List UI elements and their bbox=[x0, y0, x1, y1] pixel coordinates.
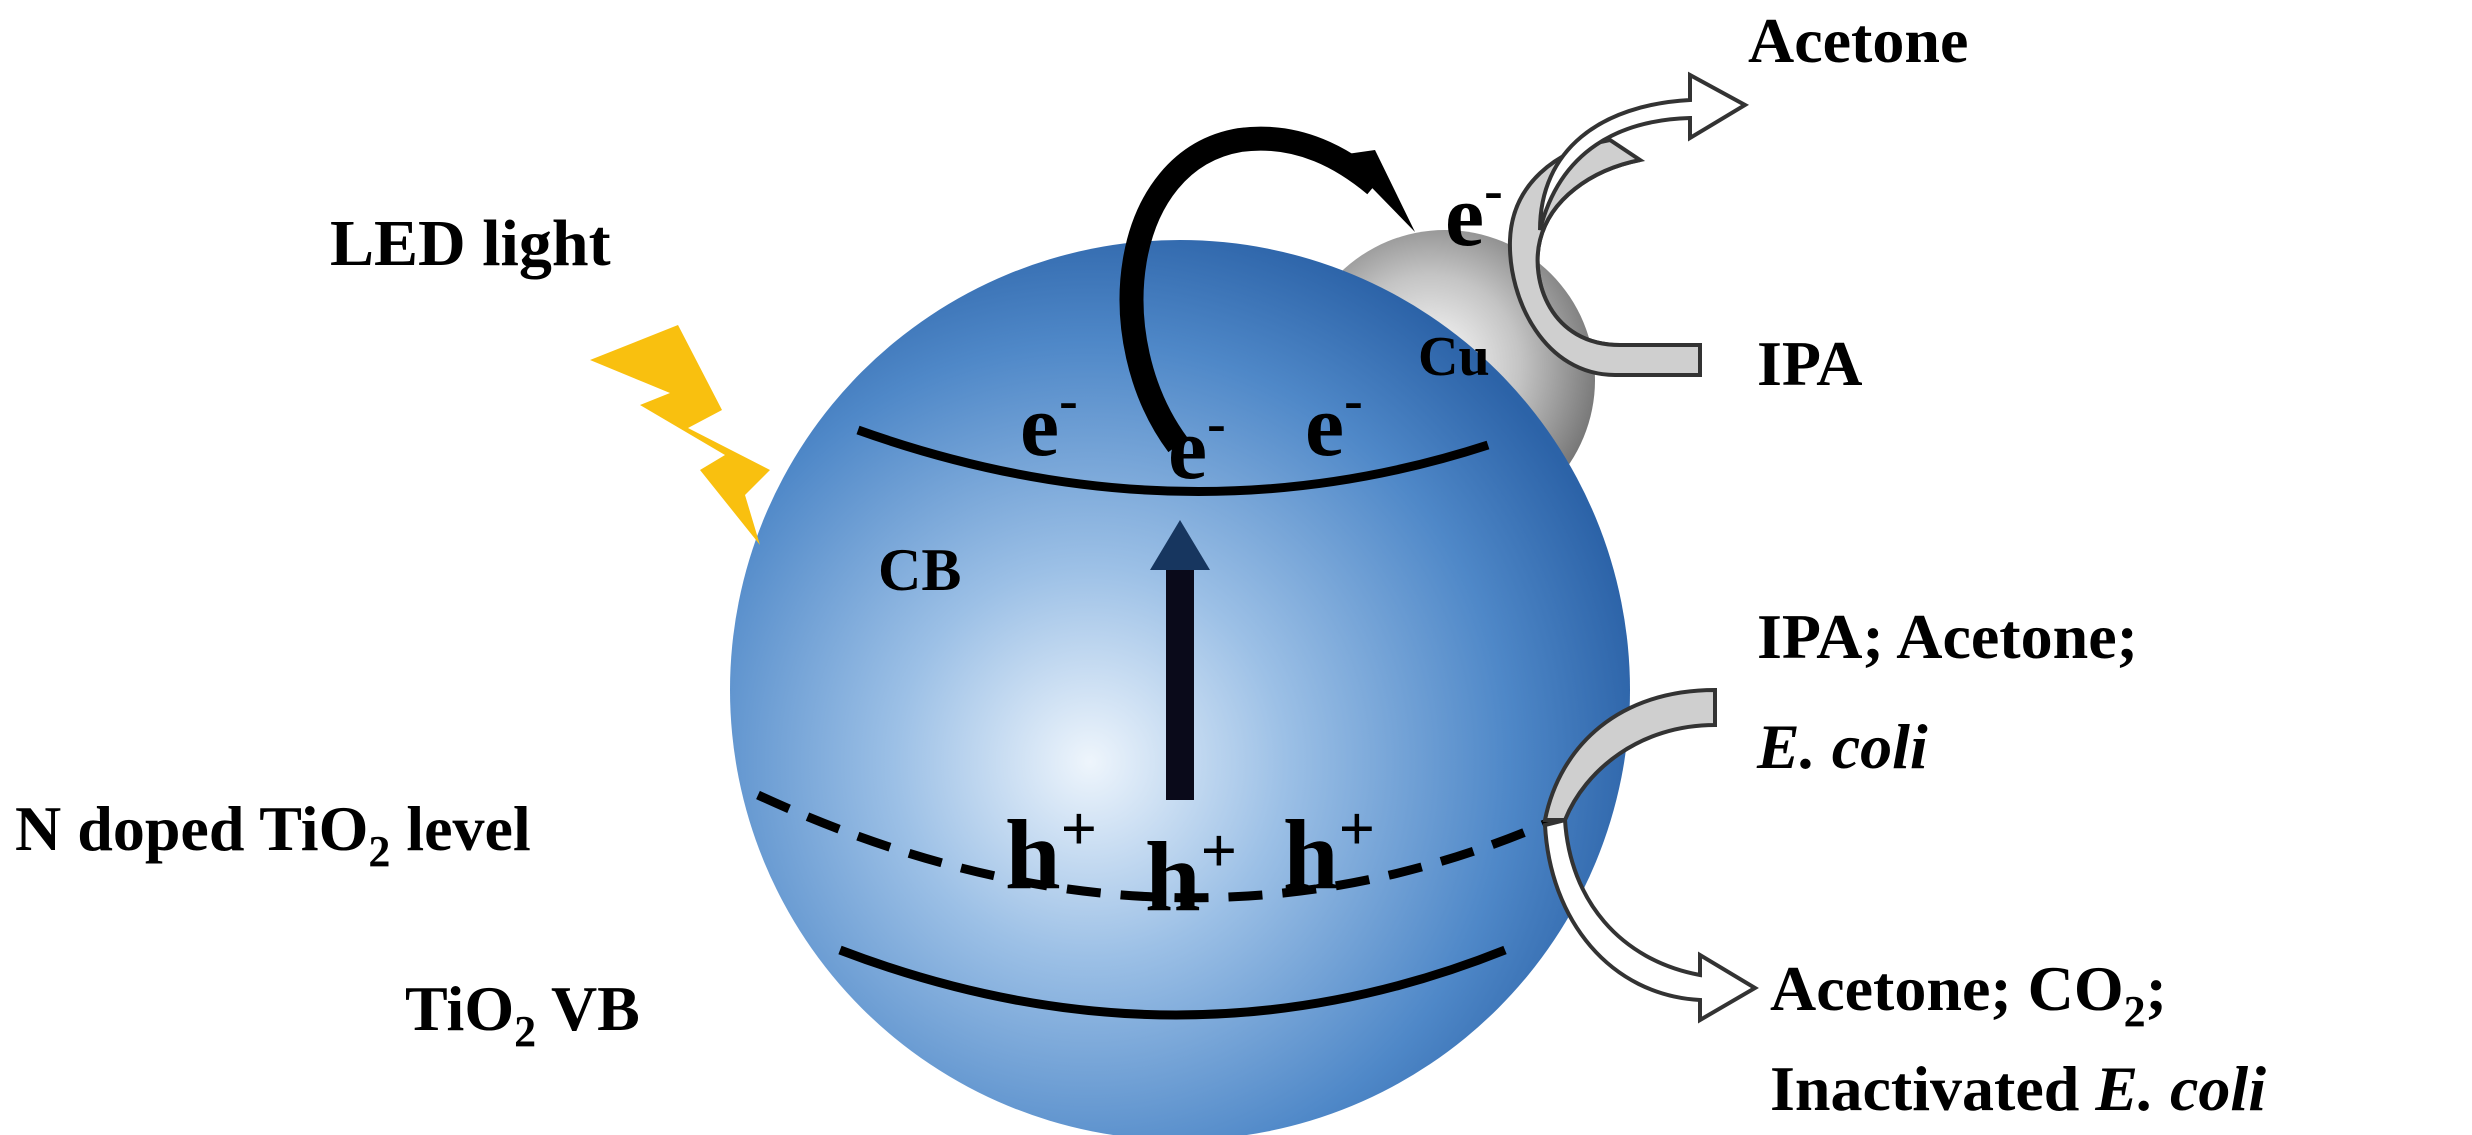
n-doped-level-label: N doped TiO2 level bbox=[15, 793, 531, 876]
ipa-in-arrow bbox=[1507, 137, 1702, 377]
led-light-label: LED light bbox=[330, 207, 611, 280]
electron-1: e- bbox=[1020, 370, 1078, 475]
n-doped-level-line bbox=[756, 790, 1567, 903]
electron-2: e- bbox=[1168, 393, 1226, 498]
vb-holes: h+ h+ h+ bbox=[1005, 793, 1375, 932]
cu-electron: e- bbox=[1445, 160, 1503, 265]
electron-3: e- bbox=[1305, 370, 1363, 475]
products-label-line2: Inactivated E. coli bbox=[1770, 1053, 2266, 1124]
vb-band-line bbox=[838, 945, 1507, 1020]
lightning-icon bbox=[590, 325, 770, 545]
pollutants-label-line2: E. coli bbox=[1756, 711, 1928, 782]
products-out-arrow bbox=[1542, 817, 1759, 1024]
excitation-arrow-shaft bbox=[1166, 565, 1194, 800]
acetone-out-arrow bbox=[1538, 71, 1750, 231]
pollutants-in-arrow bbox=[1542, 687, 1717, 822]
products-label-line1: Acetone; CO2; bbox=[1770, 953, 2167, 1036]
pollutants-label-line1: IPA; Acetone; bbox=[1757, 601, 2138, 672]
acetone-product-label: Acetone bbox=[1748, 5, 1968, 76]
cb-label: CB bbox=[878, 537, 961, 603]
cb-band-line bbox=[856, 425, 1490, 497]
hole-2: h+ bbox=[1145, 815, 1237, 932]
cu-label: Cu bbox=[1418, 326, 1490, 388]
excitation-arrow-head bbox=[1150, 520, 1210, 570]
electron-transfer-arrowhead bbox=[1340, 150, 1415, 232]
cb-electrons: e- e- e- bbox=[1020, 370, 1363, 498]
hole-1: h+ bbox=[1005, 793, 1097, 910]
hole-3: h+ bbox=[1283, 793, 1375, 910]
electron-transfer-arrow bbox=[1119, 126, 1383, 453]
ipa-reactant-label: IPA bbox=[1757, 328, 1862, 399]
tio2-vb-label: TiO2 VB bbox=[405, 973, 640, 1056]
